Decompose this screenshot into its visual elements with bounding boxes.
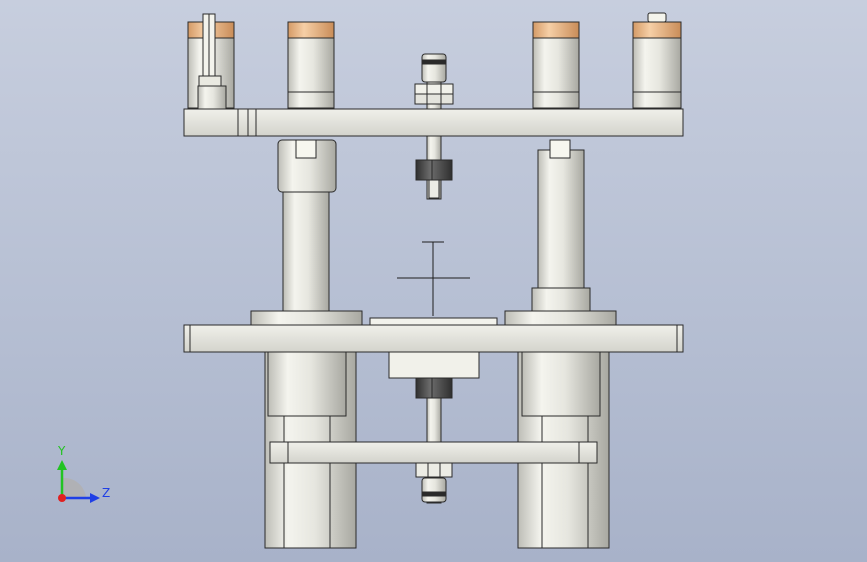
x-axis-dot <box>58 494 66 502</box>
y-axis-label: Y <box>57 444 66 458</box>
left-top-bushing <box>287 21 335 109</box>
far-left-clamp-cylinder <box>187 13 235 111</box>
middle-plate <box>183 324 684 353</box>
bottom-plate <box>269 441 598 464</box>
lower-center-block <box>388 351 480 379</box>
top-plate <box>183 108 684 137</box>
z-axis-label: Z <box>102 486 110 500</box>
center-crosshair <box>397 241 470 316</box>
lower-center-rod <box>415 377 453 504</box>
left-guide-pillar <box>277 139 337 316</box>
right-top-bushing <box>532 21 580 109</box>
z-axis-arrowhead <box>90 493 100 503</box>
left-pillar-flange <box>250 310 363 326</box>
far-right-clamp-cylinder <box>632 12 682 109</box>
triad-plane-indicator <box>62 477 86 498</box>
right-pillar-flange <box>504 310 617 326</box>
upper-center-nut <box>415 159 453 199</box>
coordinate-triad: Y Z <box>57 444 110 503</box>
center-die-block <box>369 317 498 326</box>
right-guide-pillar <box>531 139 591 316</box>
y-axis-arrowhead <box>57 460 67 470</box>
